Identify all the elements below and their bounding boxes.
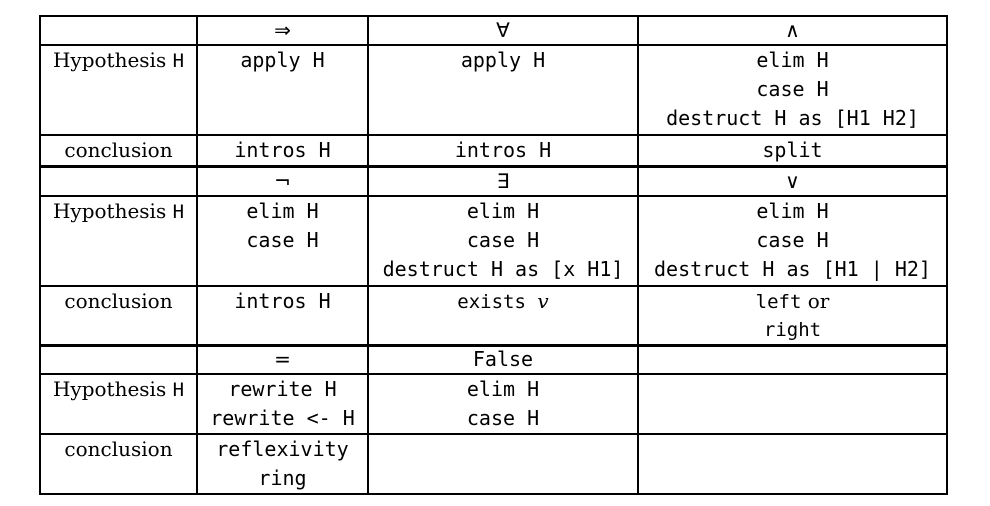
not-hypothesis-cell: elim H case H	[196, 195, 369, 287]
empty-cell	[637, 433, 948, 495]
forall-hypothesis-cell: apply H	[367, 44, 639, 136]
header-row: ¬ ∃ ∨	[39, 166, 948, 197]
hypothesis-row: Hypothesis H apply H apply H elim H case…	[39, 44, 948, 136]
or-hypothesis-cell: elim H case H destruct H as [H1 | H2]	[637, 195, 948, 287]
conclusion-row: conclusion intros H intros H split	[39, 134, 948, 167]
header-row: ⇒ ∀ ∧	[39, 15, 948, 46]
forall-conclusion-cell: intros H	[367, 134, 639, 167]
hypothesis-label: Hypothesis H	[39, 373, 198, 435]
empty-cell	[367, 433, 639, 495]
equals-conclusion-cell: reflexivity ring	[196, 433, 369, 495]
hypothesis-row: Hypothesis H rewrite H rewrite <- H elim…	[39, 373, 948, 435]
false-hypothesis-cell: elim H case H	[367, 373, 639, 435]
header-empty-cell	[39, 15, 198, 46]
empty-cell	[637, 373, 948, 435]
hypothesis-label: Hypothesis H	[39, 44, 198, 136]
conclusion-row: conclusion intros H exists v left or rig…	[39, 285, 948, 347]
equals-symbol: =	[196, 344, 369, 375]
header-empty-cell	[39, 344, 198, 375]
exists-conclusion-cell: exists v	[367, 285, 639, 347]
implies-conclusion-cell: intros H	[196, 134, 369, 167]
or-symbol: ∨	[637, 166, 948, 197]
exists-hypothesis-cell: elim H case H destruct H as [x H1]	[367, 195, 639, 287]
forall-symbol: ∀	[367, 15, 639, 46]
hypothesis-row: Hypothesis H elim H case H elim H case H…	[39, 195, 948, 287]
implies-symbol: ⇒	[196, 15, 369, 46]
not-symbol: ¬	[196, 166, 369, 197]
not-conclusion-cell: intros H	[196, 285, 369, 347]
tactics-table-block-1: ⇒ ∀ ∧ Hypothesis H apply H apply H elim …	[39, 15, 948, 167]
exists-symbol: ∃	[367, 166, 639, 197]
implies-hypothesis-cell: apply H	[196, 44, 369, 136]
and-conclusion-cell: split	[637, 134, 948, 167]
or-conclusion-cell: left or right	[637, 285, 948, 347]
tactics-table-block-2: ¬ ∃ ∨ Hypothesis H elim H case H elim H …	[39, 166, 948, 347]
header-row: = False	[39, 344, 948, 375]
tactics-table-block-3: = False Hypothesis H rewrite H rewrite <…	[39, 344, 948, 495]
equals-hypothesis-cell: rewrite H rewrite <- H	[196, 373, 369, 435]
conclusion-row: conclusion reflexivity ring	[39, 433, 948, 495]
header-empty-cell	[637, 344, 948, 375]
conclusion-label: conclusion	[39, 134, 198, 167]
hypothesis-label: Hypothesis H	[39, 195, 198, 287]
header-empty-cell	[39, 166, 198, 197]
conclusion-label: conclusion	[39, 285, 198, 347]
false-header: False	[367, 344, 639, 375]
and-symbol: ∧	[637, 15, 948, 46]
and-hypothesis-cell: elim H case H destruct H as [H1 H2]	[637, 44, 948, 136]
conclusion-label: conclusion	[39, 433, 198, 495]
